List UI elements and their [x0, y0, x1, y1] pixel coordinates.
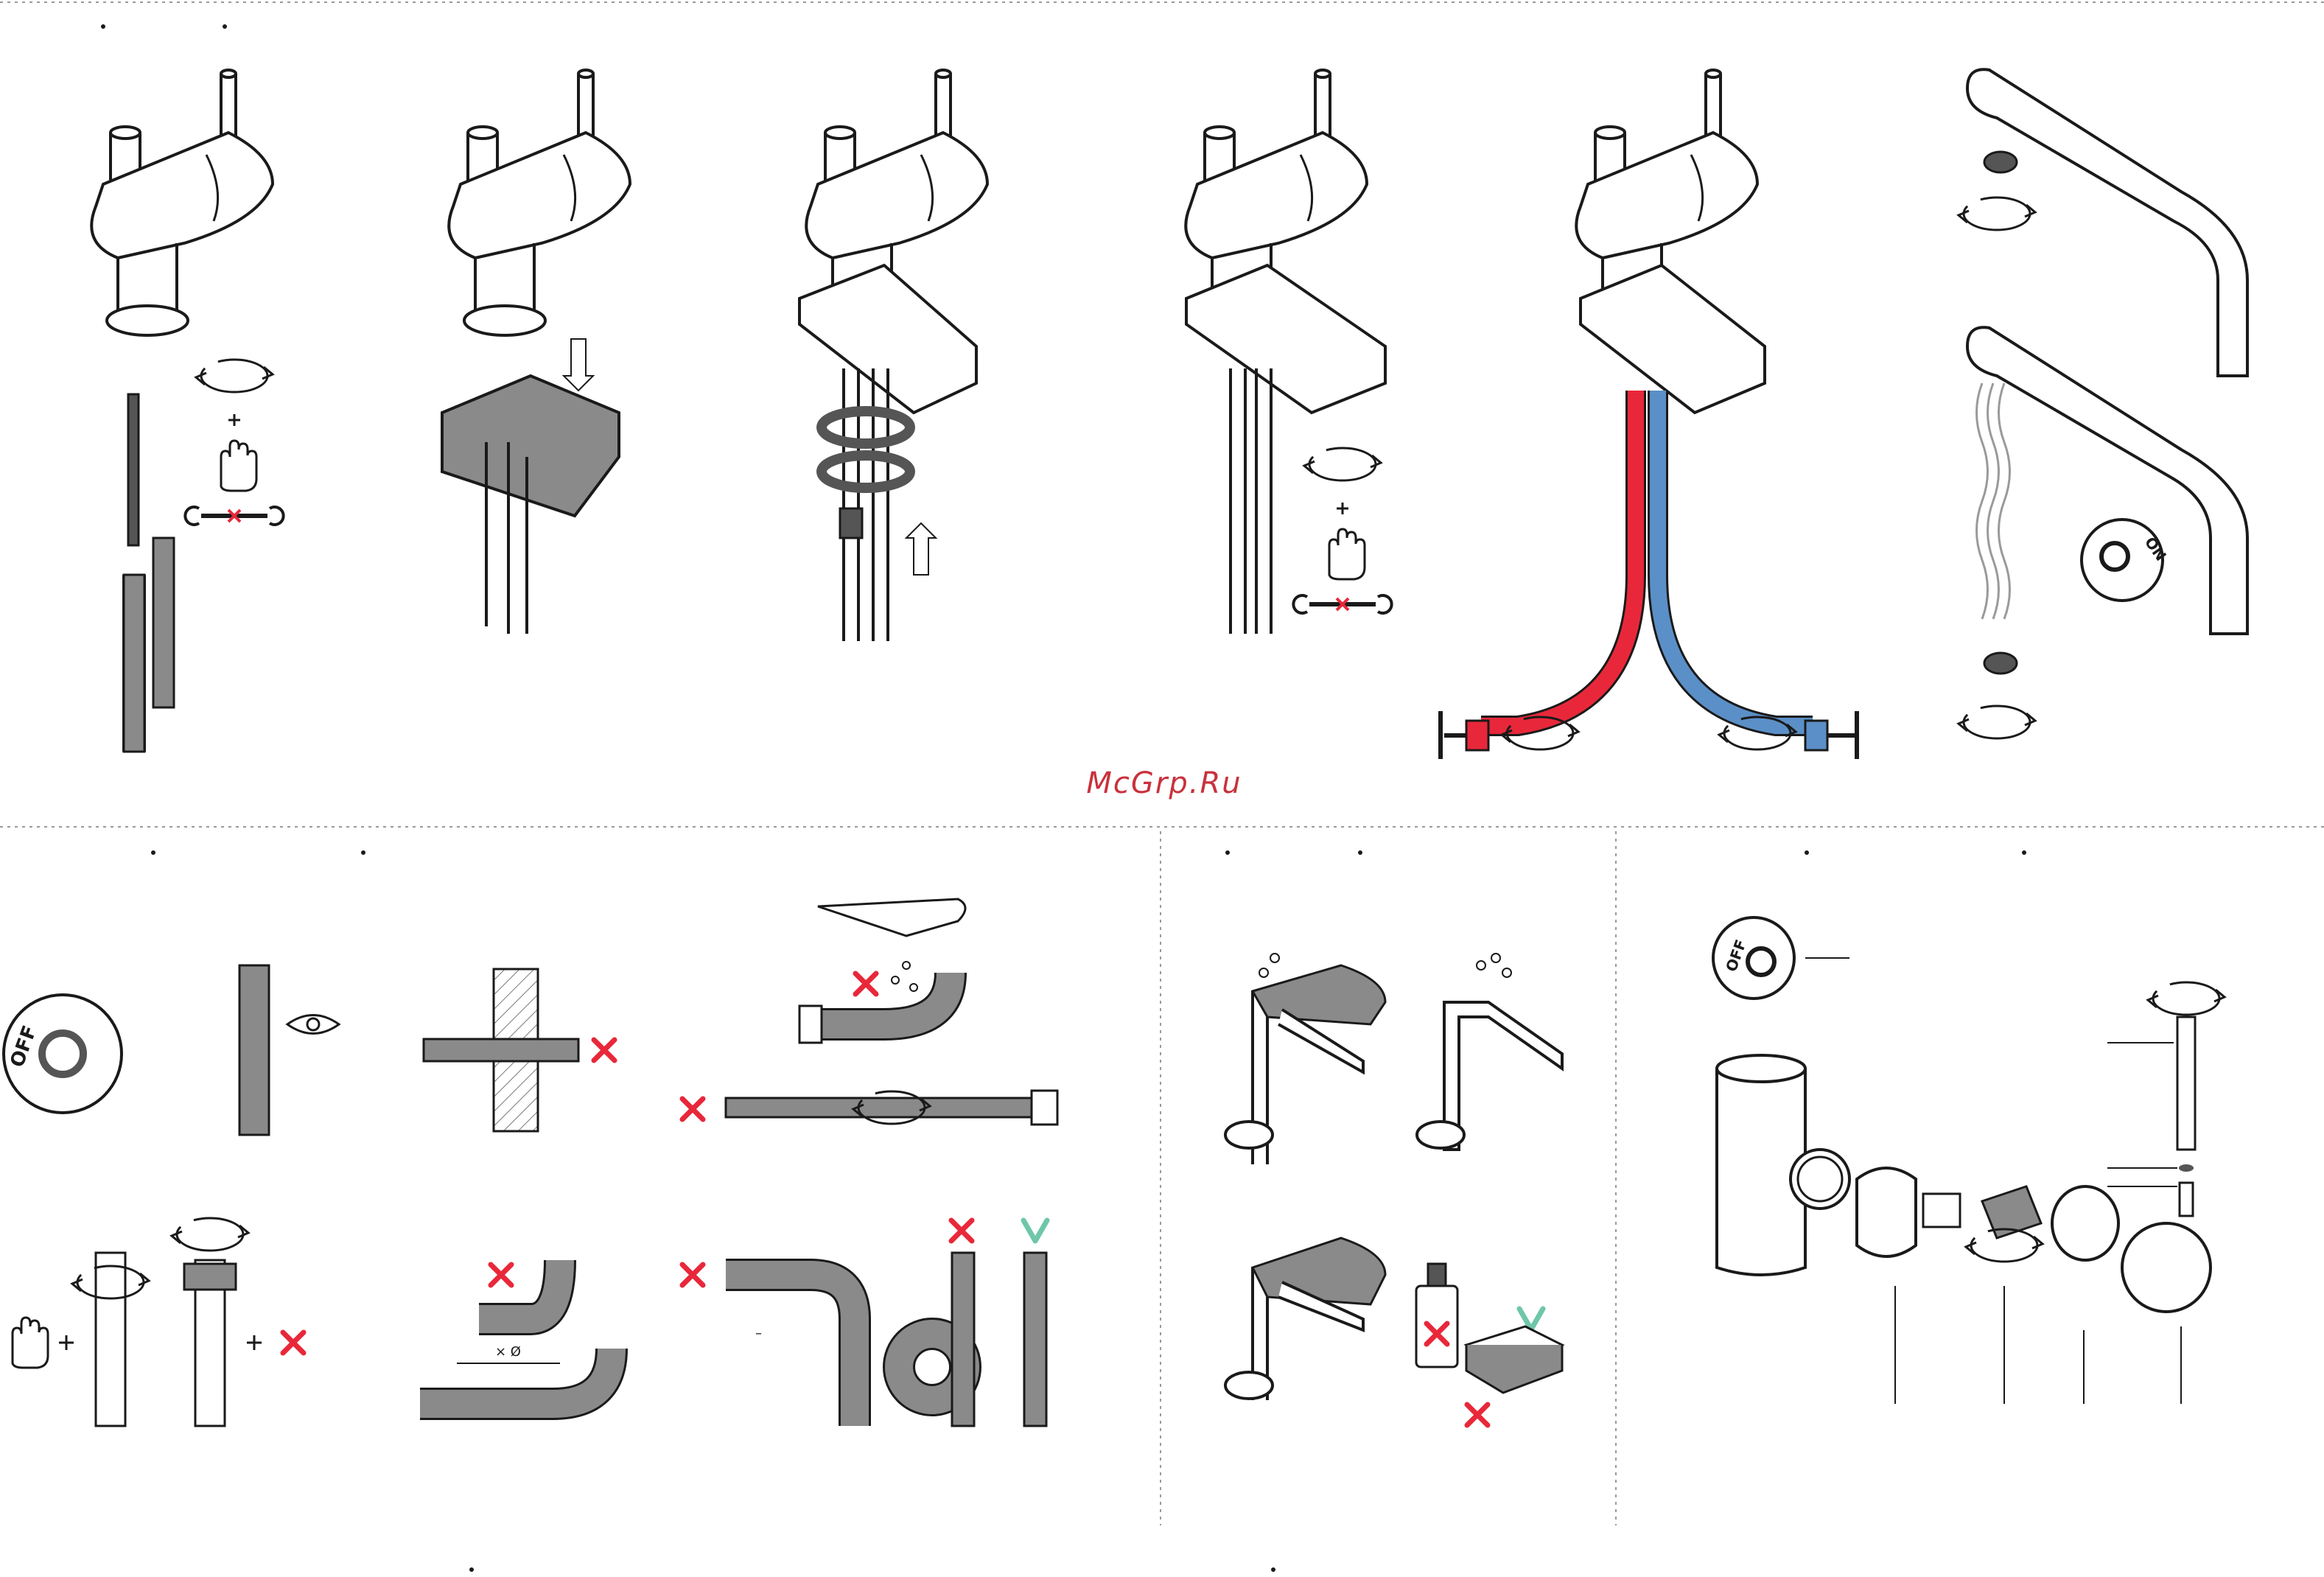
cross-icon [682, 1265, 703, 1285]
hot-hose [1481, 391, 1636, 726]
water-flow [1977, 383, 2010, 619]
plus-icon [247, 1335, 262, 1350]
rotate-arrow-icon [1304, 448, 1381, 480]
rotate-arrow-icon [1959, 197, 2035, 230]
cross-icon [682, 1099, 703, 1119]
cleaning-section [1225, 954, 1562, 1425]
watermark: McGrp.Ru [1068, 766, 1260, 800]
cross-icon [283, 1332, 304, 1353]
cross-icon [491, 1265, 511, 1285]
sponge-icon [1466, 1326, 1562, 1393]
wrench-crossed-icon [1293, 595, 1391, 613]
hose-care-section: OFF [4, 899, 1057, 1426]
soap-bottle-icon [1416, 1264, 1457, 1367]
cross-icon [951, 1220, 972, 1241]
arrow-down-icon [564, 339, 593, 391]
step-1-faucet-threaded-rod [91, 70, 283, 752]
rotate-arrow-icon [172, 1218, 248, 1251]
plus-icon [228, 414, 240, 426]
cold-hose [1658, 391, 1813, 726]
hand-icon [1329, 529, 1365, 579]
cross-icon [594, 1040, 615, 1060]
cross-icon [855, 973, 876, 994]
plus-icon [59, 1335, 74, 1350]
water-drops-icon [1259, 954, 1279, 977]
rotate-arrow-icon [196, 360, 273, 392]
wrench-crossed-icon [185, 507, 283, 525]
diameter-label: × Ø [495, 1344, 521, 1360]
step-3-install-washer-nut [799, 70, 987, 641]
cartridge-replacement-section: OFF [1713, 917, 2225, 1404]
check-icon [1023, 1220, 1047, 1241]
section-dots [101, 24, 2026, 1572]
rotate-arrow-icon [1959, 706, 2035, 738]
on-dial: ON [2082, 520, 2170, 601]
cross-icon [1467, 1405, 1488, 1425]
water-drops-icon [892, 962, 917, 991]
step-4-tighten-nut [1186, 70, 1391, 634]
water-drops-icon [1477, 954, 1511, 977]
dash-label: – [755, 1326, 762, 1341]
plus-icon [1337, 503, 1348, 514]
step-5-connect-hoses [1441, 70, 1857, 759]
step-6-aerator-flush: ON [1959, 69, 2247, 738]
arrow-up-icon [906, 523, 936, 575]
section-dividers [0, 2, 2324, 1525]
step-2-mount-through-counter [442, 70, 630, 634]
rotate-arrow-icon [2148, 982, 2225, 1015]
eye-icon [287, 1015, 339, 1034]
hand-icon [13, 1318, 48, 1368]
hand-icon [221, 441, 256, 491]
